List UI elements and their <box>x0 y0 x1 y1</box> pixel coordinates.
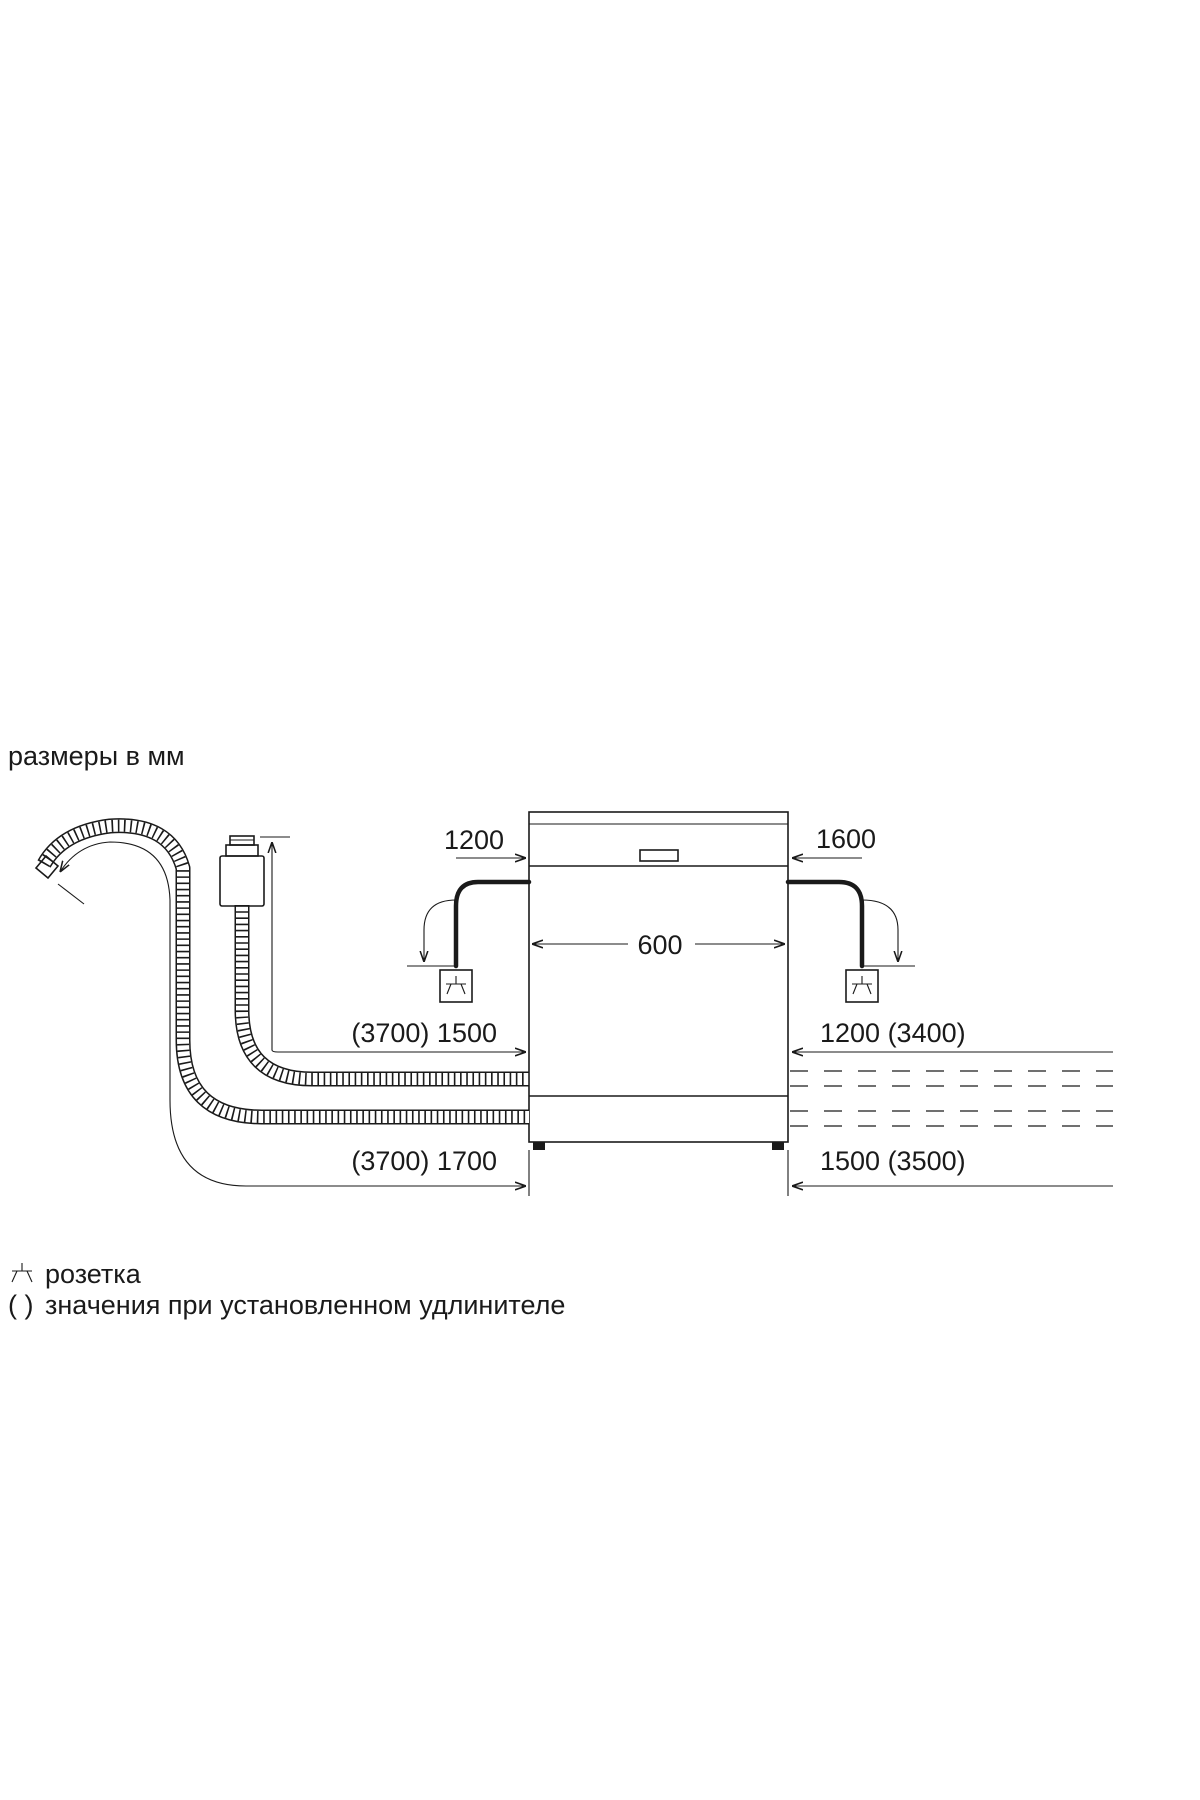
right-side-dimensions: 1200 (3400) 1500 (3500) <box>790 1018 1113 1186</box>
outlet-icon <box>11 1263 33 1283</box>
width-label: 600 <box>637 930 682 960</box>
outlet-icon <box>852 976 872 995</box>
drain-hose-end <box>34 854 60 880</box>
cable-left-label: 1200 <box>444 825 504 855</box>
inlet-right-label: 1200 (3400) <box>820 1018 966 1048</box>
foot-right <box>772 1142 784 1150</box>
units-title: размеры в мм <box>8 741 185 771</box>
legend: розетка ( ) значения при установленном у… <box>8 1259 565 1320</box>
legend-parentheses-text: значения при установленном удлинителе <box>45 1290 565 1320</box>
drain-left-label: (3700) 1700 <box>351 1146 497 1176</box>
control-panel-display <box>639 849 679 862</box>
drain-right-label: 1500 (3500) <box>820 1146 966 1176</box>
inlet-left-label: (3700) 1500 <box>351 1018 497 1048</box>
foot-left <box>533 1142 545 1150</box>
aquastop-valve <box>219 855 265 907</box>
outlet-icon <box>446 976 466 995</box>
power-cable-left: 1200 <box>407 825 532 1003</box>
cable-right-label: 1600 <box>816 824 876 854</box>
dishwasher-body <box>528 811 789 1150</box>
legend-parentheses-symbol: ( ) <box>8 1290 33 1320</box>
drain-hose: (3700) 1700 <box>34 818 529 1186</box>
legend-outlet-text: розетка <box>45 1259 142 1289</box>
inlet-hose: (3700) 1500 <box>219 835 529 1087</box>
width-dimension: 600 <box>532 930 785 960</box>
power-cable-right: 1600 <box>785 824 915 1003</box>
